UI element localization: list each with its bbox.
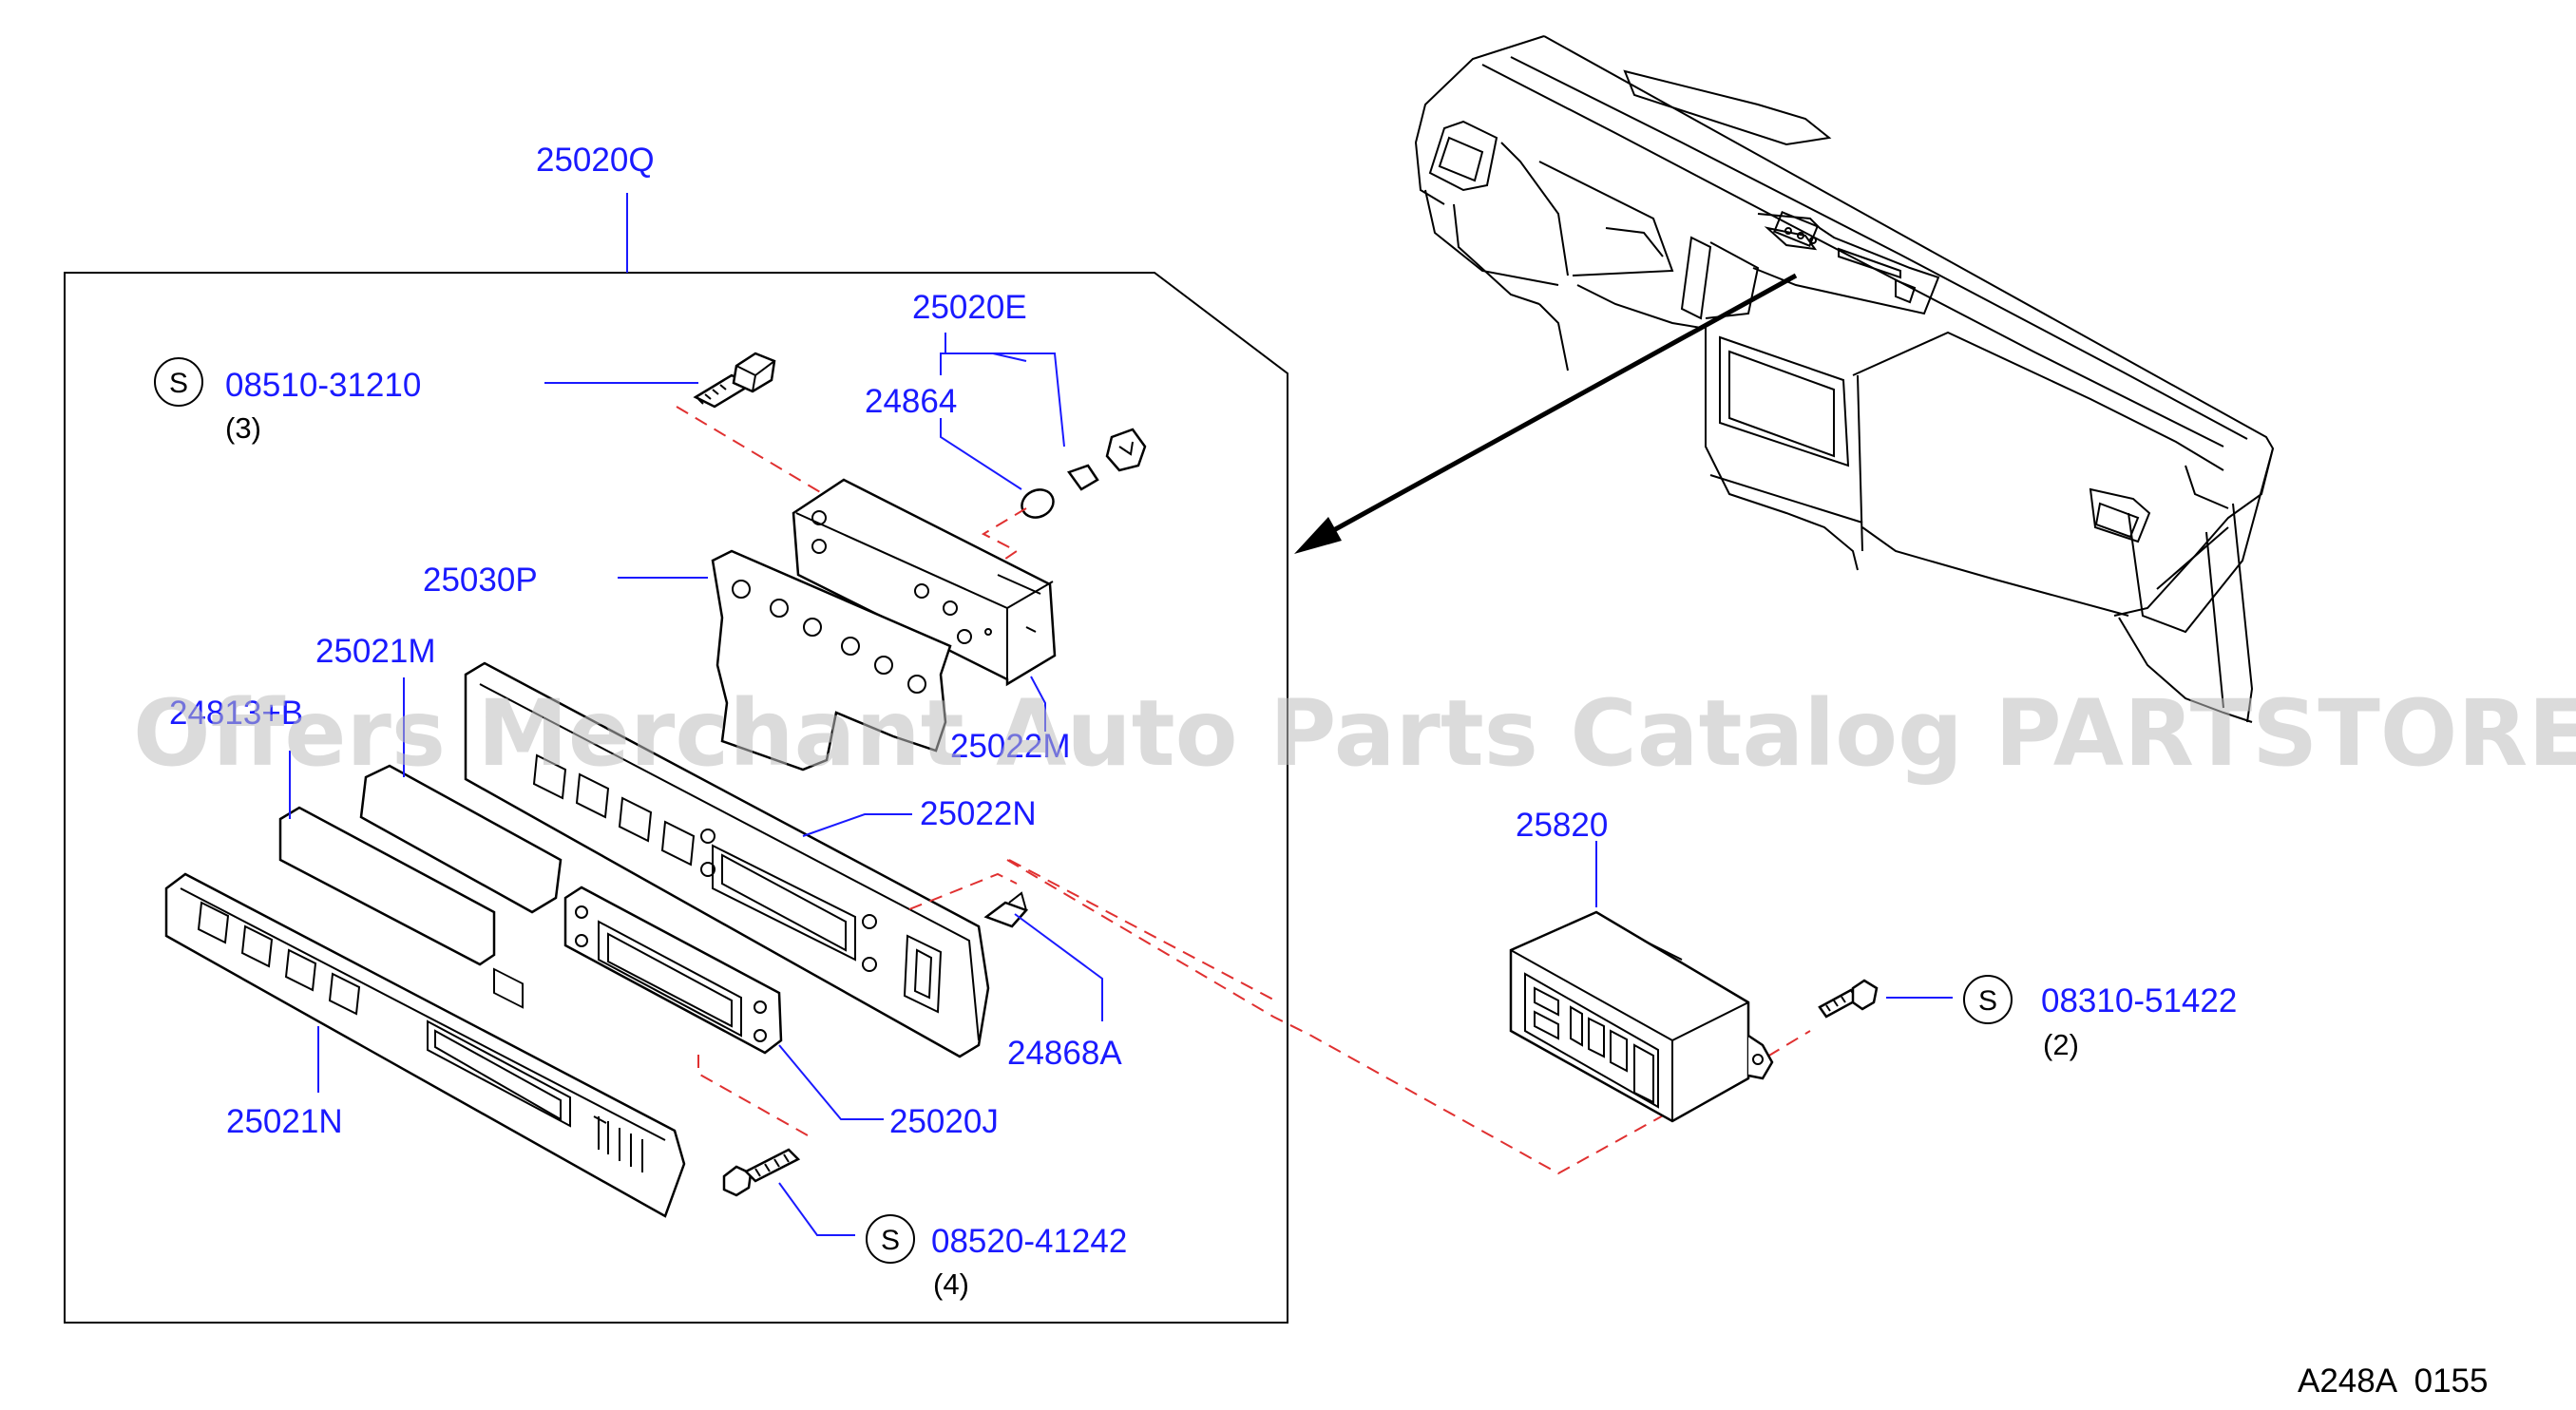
screw-right-icon <box>1818 979 1879 1019</box>
screw-bottom-symbol-circle <box>866 1214 915 1264</box>
display-frame-leader <box>778 1044 884 1120</box>
label-lens-upper: 25021M <box>315 633 435 670</box>
qty-screw-bottom: (4) <box>933 1267 969 1301</box>
clock-unit-part <box>1509 910 1774 1123</box>
clip-part <box>983 891 1029 928</box>
label-bulb-socket: 25020E <box>912 289 1027 326</box>
install-line-screw-top <box>676 406 837 503</box>
label-screw-top: 08510-31210 <box>225 367 421 404</box>
clip-leader <box>1014 913 1103 1021</box>
label-screw-bottom: 08520-41242 <box>931 1223 1127 1260</box>
assembly-boundary <box>64 272 1288 1324</box>
bulb-socket-icon <box>1067 428 1147 491</box>
screw-bottom-symbol: S <box>881 1225 900 1256</box>
label-front-panel: 25021N <box>226 1103 343 1140</box>
screw-right-symbol-circle <box>1963 975 2013 1024</box>
bulb-icon <box>1021 488 1055 519</box>
install-line-clip <box>908 872 1018 910</box>
reference-code: A248A 0155 <box>2298 1362 2488 1400</box>
screw-top-symbol-circle <box>154 357 203 407</box>
gasket-part <box>711 549 952 772</box>
bezel-frame-leader <box>802 813 912 837</box>
label-screw-right: 08310-51422 <box>2041 982 2237 1019</box>
bulb-socket-leader-left <box>940 352 1027 375</box>
label-housing: 25022M <box>950 728 1070 765</box>
install-line-clock-upper <box>1008 859 1274 1000</box>
location-arrow <box>1328 273 1798 535</box>
install-line-bulb <box>981 507 1027 568</box>
qty-screw-top: (3) <box>225 411 261 445</box>
bulb-leader <box>940 418 1022 490</box>
screw-bottom-leader <box>778 1182 855 1236</box>
arrow-head <box>1294 517 1342 554</box>
screw-right-symbol: S <box>1978 985 1997 1017</box>
qty-screw-right: (2) <box>2043 1028 2079 1061</box>
housing-leader <box>1030 676 1046 732</box>
screw-top-icon <box>693 352 776 409</box>
label-bezel-frame: 25022N <box>920 795 1037 832</box>
bulb-socket-leader <box>943 333 1065 448</box>
housing-part <box>792 478 1057 687</box>
watermark-text: Offers Merchant Auto Parts Catalog PARTS… <box>133 680 2576 787</box>
front-panel-part <box>164 872 686 1218</box>
label-clip: 24868A <box>1007 1035 1122 1072</box>
screw-bottom-icon <box>722 1148 801 1197</box>
label-clock-unit: 25820 <box>1516 807 1608 844</box>
label-assembly: 25020Q <box>536 142 655 179</box>
lens-lower-part <box>278 806 496 966</box>
label-lens-lower: 24813+B <box>169 695 303 732</box>
bezel-frame-part <box>464 661 990 1058</box>
label-display-frame: 25020J <box>889 1103 999 1140</box>
label-gasket: 25030P <box>423 562 538 599</box>
install-line-screw-bottom <box>697 1055 809 1136</box>
label-bulb: 24864 <box>865 383 957 420</box>
screw-top-symbol: S <box>169 368 188 399</box>
display-frame-part <box>563 886 783 1055</box>
lens-upper-part <box>359 764 563 914</box>
dashboard-illustration <box>1414 35 2275 723</box>
